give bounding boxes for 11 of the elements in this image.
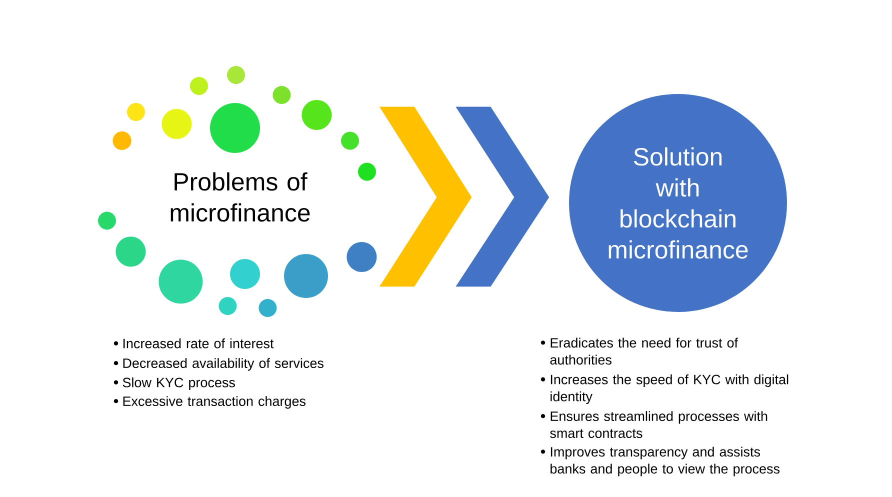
list-item: Improves transparency and assists banks and people to view the process — [550, 446, 780, 476]
list-item: Increased rate of interest — [123, 338, 274, 348]
list-item: Eradicates the need for trust of authorities — [550, 338, 738, 365]
chevron-arrow — [456, 106, 550, 287]
list-item: Slow KYC process — [122, 377, 235, 390]
list-item: Ensures streamlined processes with smart contracts — [550, 411, 768, 438]
list-item: Excessive transaction charges — [123, 396, 306, 409]
chevron-arrow — [379, 106, 472, 287]
list-item: Increases the speed of KYC with digital identity — [550, 374, 788, 404]
list-item: Decreased availability of services — [123, 358, 324, 371]
heading: Problems of microfinance — [170, 172, 310, 222]
